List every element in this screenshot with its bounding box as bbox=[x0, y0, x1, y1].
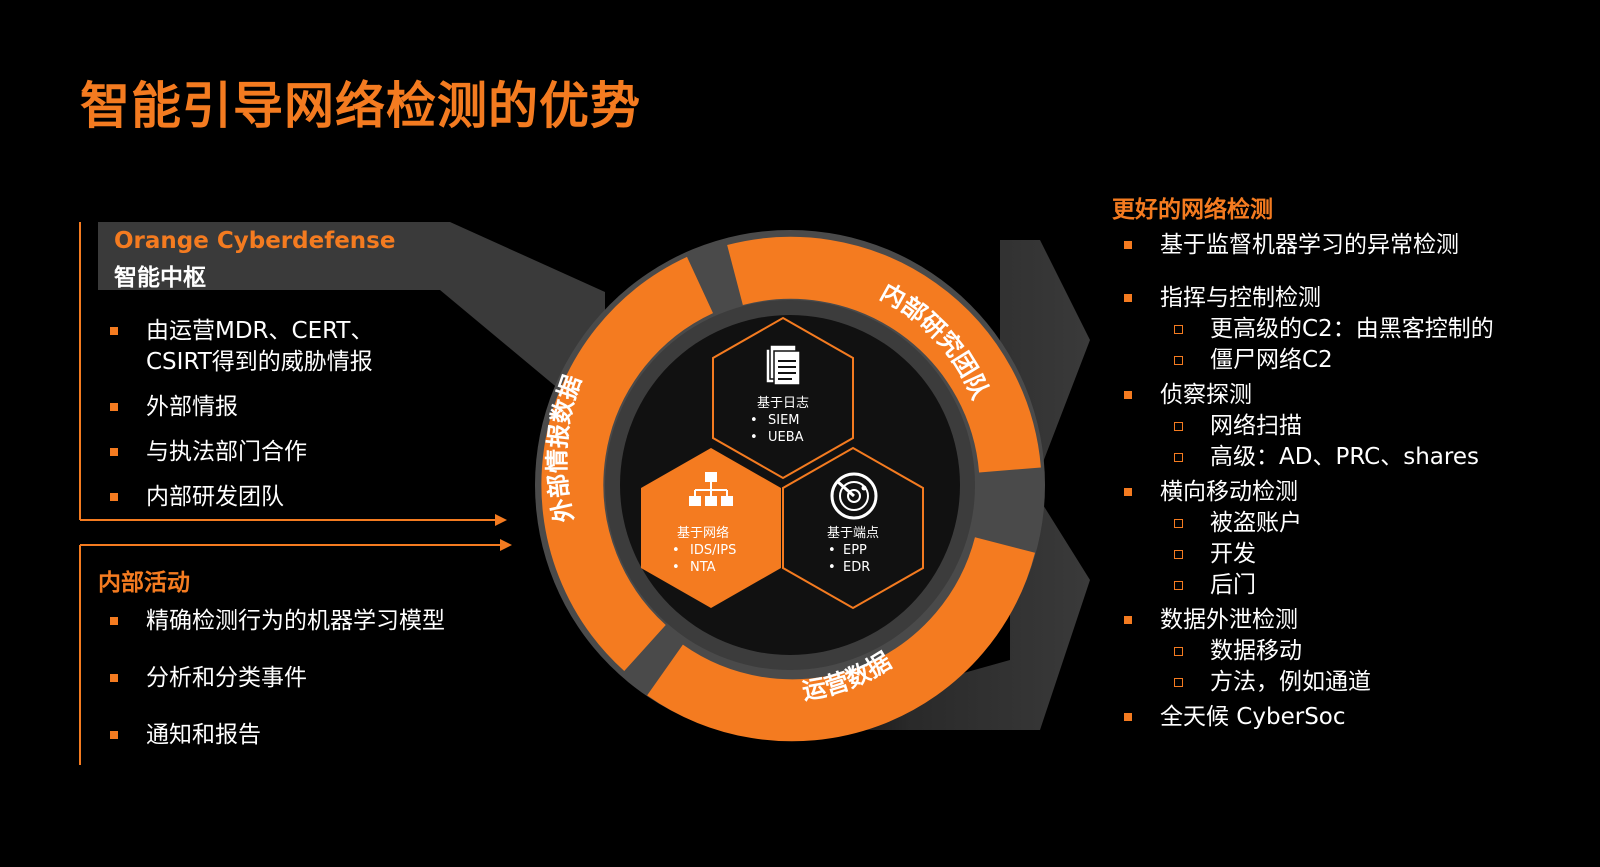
segment-operations-data bbox=[647, 536, 1036, 742]
documents-icon bbox=[765, 344, 801, 386]
hex-endpoint: 基于端点 • EPP • EDR bbox=[782, 446, 924, 610]
bullet-hollow-square-icon bbox=[1174, 581, 1183, 590]
arrow-head-top bbox=[495, 514, 507, 526]
bullet-square-icon bbox=[1124, 391, 1132, 399]
connector-bottom-right bbox=[760, 500, 1090, 730]
hex-network-bullet-1: • bbox=[672, 543, 680, 558]
bullet-hollow-square-icon bbox=[1174, 422, 1183, 431]
detection-list: 基于监督机器学习的异常检测指挥与控制检测更高级的C2：由黑客控制的僵尸网络C2 侦… bbox=[1124, 230, 1494, 733]
list-item: 精确检测行为的机器学习模型 bbox=[110, 606, 445, 637]
sub-list-item: 被盗账户 bbox=[1160, 508, 1494, 539]
hex-logs: 基于日志 • SIEM • UEBA bbox=[712, 316, 854, 480]
hex-network-label: 基于网络 bbox=[677, 525, 729, 541]
radar-icon bbox=[830, 472, 878, 520]
segment-external-intel bbox=[541, 256, 714, 671]
list-item: 内部研发团队 bbox=[110, 482, 373, 513]
bullet-square-icon bbox=[1124, 294, 1132, 302]
list-item: 基于监督机器学习的异常检测 bbox=[1124, 230, 1494, 261]
list-item: 与执法部门合作 bbox=[110, 437, 373, 468]
internal-activity-list: 精确检测行为的机器学习模型 分析和分类事件 通知和报告 bbox=[110, 606, 445, 777]
bullet-square-icon bbox=[110, 448, 118, 456]
threat-intel-list: 由运营MDR、CERT、 CSIRT得到的威胁情报 外部情报 与执法部门合作 内… bbox=[110, 316, 373, 527]
hex-logs-label: 基于日志 bbox=[757, 396, 809, 411]
hub-title: 智能中枢 bbox=[114, 265, 206, 291]
list-item: 由运营MDR、CERT、 bbox=[110, 316, 373, 347]
hub-panel bbox=[98, 222, 605, 390]
bullet-hollow-square-icon bbox=[1174, 647, 1183, 656]
better-detection-heading: 更好的网络检测 bbox=[1112, 197, 1273, 223]
page-title: 智能引导网络检测的优势 bbox=[80, 77, 641, 135]
bullet-square-icon bbox=[1124, 713, 1132, 721]
hex-endpoint-label: 基于端点 bbox=[827, 526, 879, 541]
list-item: CSIRT得到的威胁情报 bbox=[146, 349, 373, 375]
bullet-square-icon bbox=[110, 403, 118, 411]
list-item: 分析和分类事件 bbox=[110, 663, 445, 694]
bullet-square-icon bbox=[110, 327, 118, 335]
sub-list-item: 僵尸网络C2 bbox=[1160, 345, 1494, 376]
hex-logs-bullet-2: • bbox=[750, 430, 758, 445]
hex-endpoint-item-1: EPP bbox=[843, 543, 867, 558]
bullet-hollow-square-icon bbox=[1174, 519, 1183, 528]
hex-logs-item-2: UEBA bbox=[768, 430, 804, 445]
hex-endpoint-bullet-2: • bbox=[828, 560, 836, 575]
sub-list-item: 数据移动 bbox=[1160, 636, 1494, 667]
bullet-square-icon bbox=[110, 617, 118, 625]
list-item: 侦察探测 bbox=[1124, 380, 1494, 411]
hex-logs-bullet-1: • bbox=[750, 413, 758, 428]
bullet-square-icon bbox=[1124, 241, 1132, 249]
bullet-hollow-square-icon bbox=[1174, 550, 1183, 559]
internal-heading: 内部活动 bbox=[98, 570, 190, 596]
bullet-hollow-square-icon bbox=[1174, 678, 1183, 687]
hex-network-item-1: IDS/IPS bbox=[690, 543, 736, 558]
hex-logs-item-1: SIEM bbox=[768, 413, 800, 428]
network-hierarchy-icon bbox=[689, 472, 733, 506]
sub-list-item: 开发 bbox=[1160, 539, 1494, 570]
bullet-square-icon bbox=[110, 674, 118, 682]
list-item: 数据外泄检测 bbox=[1124, 605, 1494, 636]
sub-list-item: 网络扫描 bbox=[1160, 411, 1494, 442]
sub-list-item: 高级：AD、PRC、shares bbox=[1160, 442, 1494, 473]
list-item: 横向移动检测 bbox=[1124, 477, 1494, 508]
list-item: 指挥与控制检测 bbox=[1124, 283, 1494, 314]
sub-list-item: 更高级的C2：由黑客控制的 bbox=[1160, 314, 1494, 345]
segment-internal-research bbox=[727, 236, 1041, 473]
hex-network: 基于网络 • IDS/IPS • NTA bbox=[641, 448, 781, 608]
sub-list-item: 方法，例如通道 bbox=[1160, 667, 1494, 698]
bullet-square-icon bbox=[1124, 616, 1132, 624]
sub-list-item: 后门 bbox=[1160, 570, 1494, 601]
bullet-hollow-square-icon bbox=[1174, 356, 1183, 365]
bullet-square-icon bbox=[110, 731, 118, 739]
bullet-square-icon bbox=[110, 493, 118, 501]
list-item: 全天候 CyberSoc bbox=[1124, 702, 1494, 733]
hex-network-item-2: NTA bbox=[690, 560, 716, 575]
hex-network-bullet-2: • bbox=[672, 560, 680, 575]
bullet-square-icon bbox=[1124, 488, 1132, 496]
bullet-hollow-square-icon bbox=[1174, 325, 1183, 334]
bullet-hollow-square-icon bbox=[1174, 453, 1183, 462]
brand-name: Orange Cyberdefense bbox=[114, 228, 396, 254]
list-item: 外部情报 bbox=[110, 392, 373, 423]
arrow-head-bottom bbox=[500, 539, 512, 551]
hex-endpoint-bullet-1: • bbox=[828, 543, 836, 558]
list-item: 通知和报告 bbox=[110, 720, 445, 751]
hex-endpoint-item-2: EDR bbox=[843, 560, 870, 575]
